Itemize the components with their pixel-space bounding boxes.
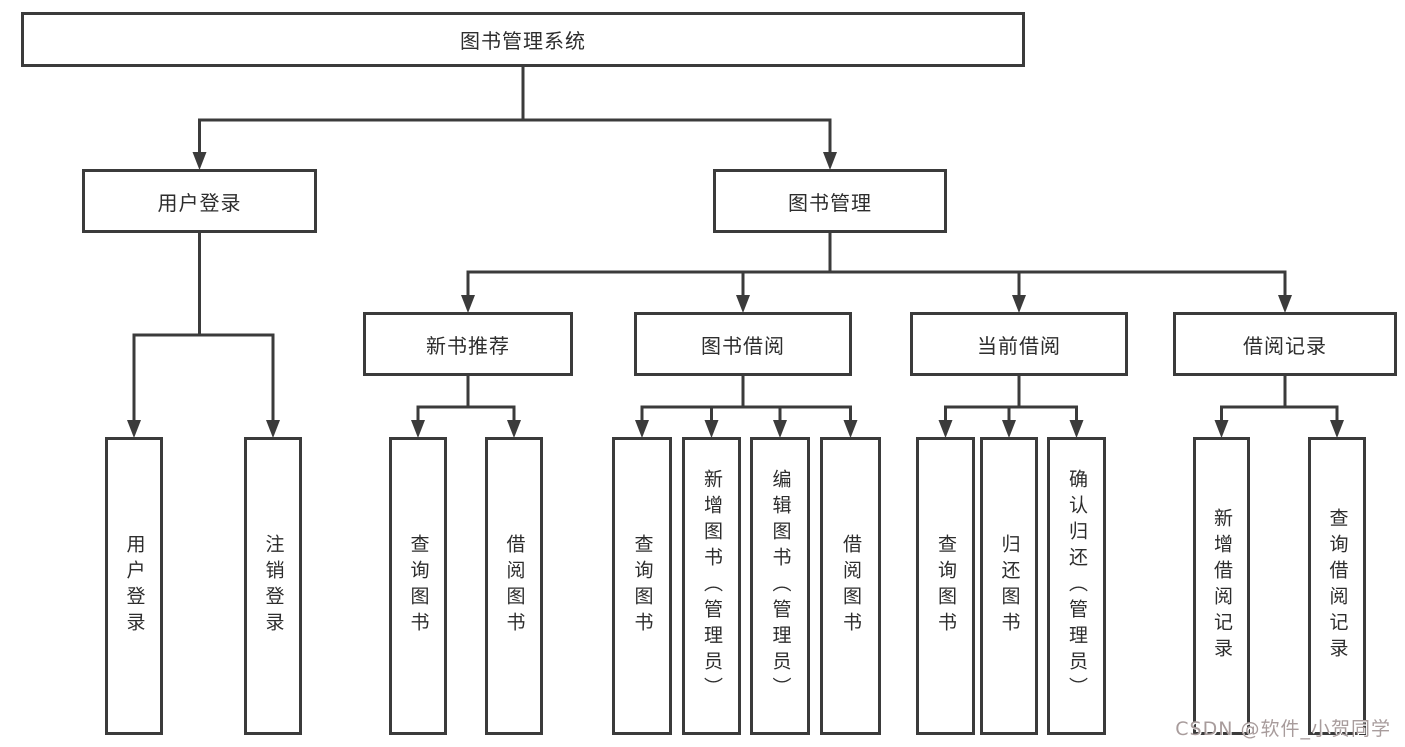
node-label: 查询图书 — [935, 534, 957, 638]
node-label: 归还图书 — [998, 534, 1021, 638]
node-current-borrow: 当前借阅 — [910, 312, 1128, 376]
node-label: 当前借阅 — [977, 333, 1061, 358]
arrowhead-icon — [127, 420, 141, 438]
arrowhead-icon — [635, 420, 649, 438]
arrowhead-icon — [1002, 420, 1016, 438]
node-label: 新增借阅记录 — [1211, 508, 1233, 664]
node-bb-borrow-books: 借阅图书 — [820, 437, 881, 735]
node-label: 查询图书 — [407, 534, 430, 638]
node-label: 查询图书 — [631, 534, 654, 638]
node-label: 确认归还（管理员） — [1066, 469, 1088, 703]
arrowhead-icon — [507, 420, 521, 438]
node-label: 借阅图书 — [840, 534, 862, 638]
arrowhead-icon — [736, 295, 750, 313]
arrowhead-icon — [461, 295, 475, 313]
arrowhead-icon — [1069, 420, 1084, 438]
arrowhead-icon — [1330, 420, 1344, 438]
node-root: 图书管理系统 — [21, 12, 1025, 67]
arrowhead-icon — [1214, 420, 1229, 438]
node-book-borrow: 图书借阅 — [634, 312, 852, 376]
node-label: 借阅图书 — [503, 534, 526, 638]
arrowhead-icon — [773, 420, 787, 438]
node-label: 图书管理系统 — [460, 29, 586, 53]
node-label: 图书借阅 — [701, 333, 785, 358]
node-bb-query-books: 查询图书 — [612, 437, 672, 735]
node-bb-edit-books: 编辑图书（管理员） — [750, 437, 810, 735]
arrowhead-icon — [266, 420, 280, 438]
node-borrow-records: 借阅记录 — [1173, 312, 1397, 376]
node-label: 借阅记录 — [1243, 333, 1327, 358]
arrowhead-icon — [938, 420, 953, 438]
node-br-add-record: 新增借阅记录 — [1193, 437, 1250, 735]
arrowhead-icon — [1278, 295, 1292, 313]
node-cb-return-books: 归还图书 — [980, 437, 1038, 735]
node-br-query-record: 查询借阅记录 — [1308, 437, 1366, 735]
node-label: 注销登录 — [262, 534, 285, 638]
node-logout-action: 注销登录 — [244, 437, 302, 735]
arrowhead-icon — [823, 152, 837, 170]
arrowhead-icon — [411, 420, 425, 438]
node-user-login-action: 用户登录 — [105, 437, 163, 735]
arrowhead-icon — [843, 420, 858, 438]
node-label: 查询借阅记录 — [1326, 508, 1349, 664]
node-cb-confirm-return: 确认归还（管理员） — [1047, 437, 1106, 735]
node-label: 新增图书（管理员） — [701, 469, 723, 703]
node-label: 图书管理 — [788, 190, 872, 215]
node-cb-query-books: 查询图书 — [916, 437, 975, 735]
node-bb-add-books: 新增图书（管理员） — [682, 437, 741, 735]
node-book-mgmt: 图书管理 — [713, 169, 947, 233]
node-label: 用户登录 — [157, 190, 242, 215]
node-new-book-rec: 新书推荐 — [363, 312, 573, 376]
node-rec-borrow-books: 借阅图书 — [485, 437, 543, 735]
arrowhead-icon — [1012, 295, 1026, 313]
node-label: 新书推荐 — [426, 333, 510, 358]
arrowhead-icon — [192, 152, 207, 170]
node-label: 用户登录 — [123, 534, 146, 638]
node-rec-query-books: 查询图书 — [389, 437, 447, 735]
node-user-login: 用户登录 — [82, 169, 317, 233]
arrowhead-icon — [704, 420, 719, 438]
node-label: 编辑图书（管理员） — [769, 469, 792, 703]
